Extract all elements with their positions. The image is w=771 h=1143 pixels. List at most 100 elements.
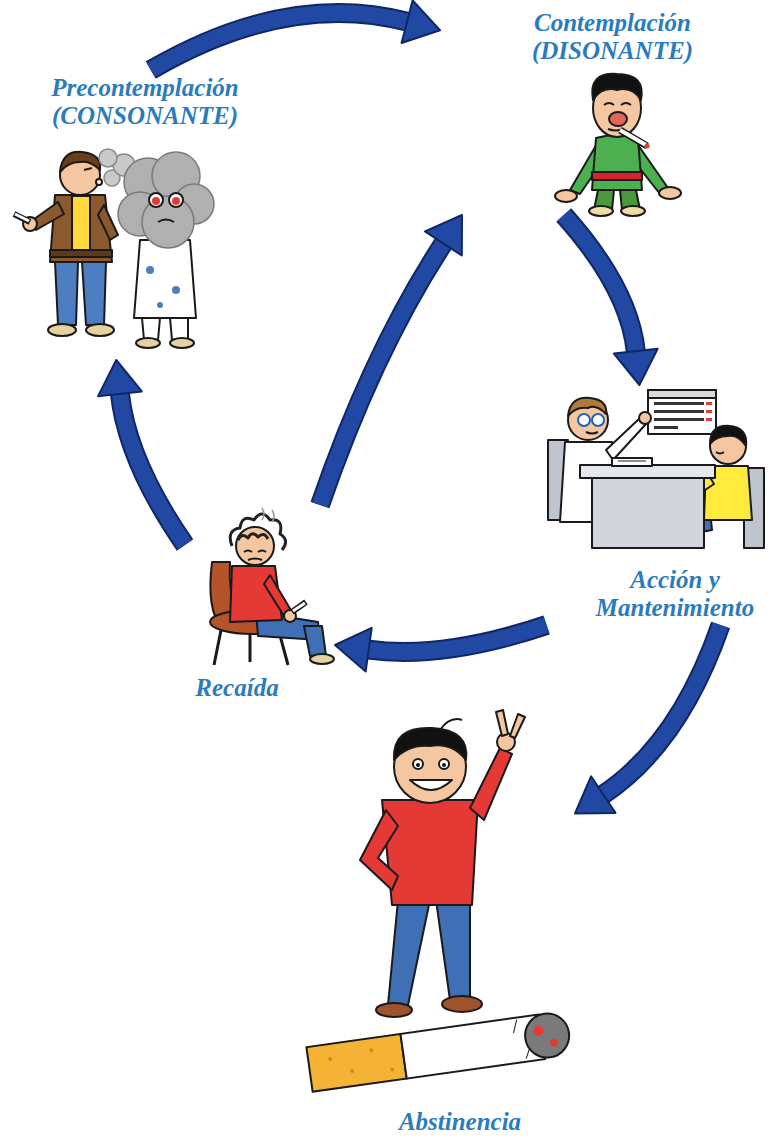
contemplation-figure-part (621, 103, 631, 105)
abstinence-figure-part (413, 759, 423, 769)
action-figure-part (612, 458, 652, 466)
precontemplation-figure-part (55, 262, 78, 325)
stage-node: Recaída (185, 505, 335, 705)
action-figure-part (618, 461, 646, 462)
abstinence-figure-part (350, 1069, 355, 1074)
precontemplation-figure-part (60, 152, 100, 172)
abstinence-figure-part (410, 780, 452, 790)
contemplation-figure-part (555, 190, 577, 202)
action-figure-part (606, 418, 646, 460)
abstinence-figure-part (328, 1057, 333, 1062)
relapse-figure-part (310, 654, 334, 664)
arrow-head (402, 0, 440, 43)
stage-node: Precontemplación (CONSONANTE) (5, 70, 270, 360)
precontemplation-figure-part (118, 152, 214, 248)
arrow-body (603, 625, 720, 795)
contemplation-figure-part (592, 74, 641, 100)
arrow-body (369, 625, 547, 652)
arrow-outline (120, 394, 185, 545)
abstinence-figure-part (496, 710, 508, 736)
action-figure-part (648, 390, 716, 398)
precontemplation-figure-part (136, 338, 160, 348)
action-figure-part (654, 410, 704, 413)
precontemplation-figure-part (14, 214, 30, 222)
stage-label: Contemplación (DISONANTE) (510, 9, 715, 64)
contemplation-figure (555, 74, 681, 216)
abstinence-figure-part (442, 996, 482, 1012)
action-figure-part (592, 478, 704, 548)
action-figure-part (654, 418, 704, 421)
abstinence-figure-part (369, 1048, 374, 1053)
precontemplation-figure-part (170, 338, 194, 348)
arrow-head (425, 215, 462, 255)
abstinence-figure-part (510, 714, 525, 738)
arrow-outline (369, 625, 547, 652)
action-figure-part (654, 402, 712, 429)
relapse-figure-part (238, 534, 268, 540)
abstinence-figure-part (360, 810, 398, 890)
abstinence-figure-part (436, 900, 470, 1000)
relapse-figure-part (262, 508, 264, 520)
abstinence-figure-part (470, 748, 512, 820)
stage-label: Acción y Mantenimiento (585, 566, 765, 621)
action-figure-part (639, 412, 651, 424)
action-figure-part (654, 402, 704, 405)
precontemplation-figure-part (72, 196, 90, 256)
precontemplation-figure-part (170, 318, 188, 340)
precontemplation-figure-part (82, 262, 106, 325)
cycle-arrow (575, 625, 721, 814)
arrow-head (575, 776, 615, 813)
relapse-figure-part (236, 527, 274, 565)
arrow-head (614, 349, 658, 385)
relapse-figure-part (244, 551, 252, 553)
contemplation-figure-part (620, 130, 647, 146)
action-figure-part (710, 426, 746, 446)
abstinence-figure-part (522, 1011, 572, 1061)
precontemplation-figure-part (48, 324, 76, 336)
cycle-arrow (335, 625, 547, 671)
arrow-outline (151, 13, 407, 70)
cycle-arrow (320, 215, 462, 505)
stage-label: Recaída (195, 674, 278, 702)
action-figure-part (592, 414, 604, 426)
cycle-arrow (98, 360, 185, 545)
action-figure-part (568, 398, 606, 416)
precontemplation-figure-part (98, 205, 118, 240)
precontemplation-figure-part (157, 302, 163, 308)
cycle-arrow (564, 215, 658, 385)
abstinence-figure-part (512, 1020, 519, 1034)
action-figure-part (706, 418, 712, 421)
precontemplation-figure-part (99, 149, 117, 167)
contemplation-figure-part (659, 187, 681, 199)
stage-node: Acción y Mantenimiento (535, 385, 767, 625)
relapse-figure (210, 508, 334, 665)
abstinence-figure-part (439, 759, 449, 769)
action-figure-part (654, 426, 678, 429)
precontemplation-figure-part (86, 324, 114, 336)
contemplation-figure-part (620, 130, 646, 145)
abstinence-figure-part (376, 1003, 412, 1017)
precontemplation-figure-part (149, 193, 163, 207)
action-figure-part (648, 390, 716, 434)
arrow-head (335, 628, 372, 672)
stage-label: Precontemplación (CONSONANTE) (25, 74, 265, 129)
relapse-figure-part (304, 626, 326, 656)
contemplation-figure-part (592, 172, 642, 180)
arrow-body (151, 13, 407, 70)
abstinence-figure-part (440, 719, 462, 730)
relapse-figure-part (230, 514, 285, 550)
relapse-figure-part (293, 603, 305, 611)
abstinence-figure-part (306, 1034, 406, 1092)
precontemplation-figure-part (172, 197, 180, 205)
abstinence-figure-part (416, 763, 420, 767)
abstinence-figure-part (306, 1011, 572, 1092)
contemplation-figure-part (604, 103, 614, 105)
precontemplation-figure-part (142, 318, 160, 340)
abstinence-figure (306, 710, 572, 1092)
cycle-arrow (151, 0, 440, 70)
arrow-outline (564, 215, 636, 351)
stage-node: Abstinencia (295, 705, 575, 1139)
stage-node: Contemplación (DISONANTE) (440, 5, 715, 215)
arrow-head (98, 360, 142, 396)
contemplation-figure-part (592, 135, 642, 190)
